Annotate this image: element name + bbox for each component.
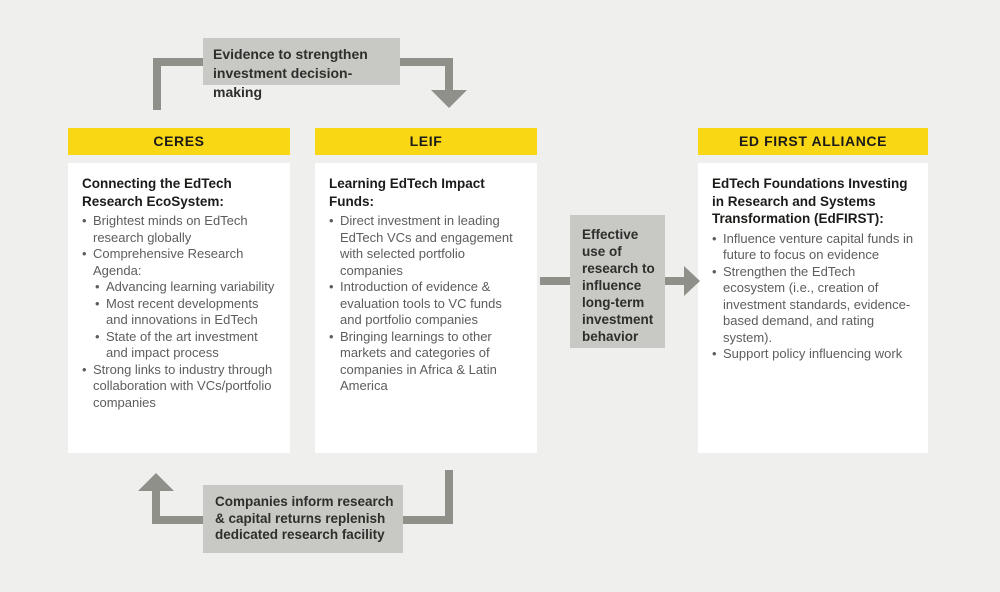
bullet-text: Bringing learnings to other markets and … <box>340 328 497 394</box>
bullet-text: Strengthen the EdTech ecosystem (i.e., c… <box>723 263 911 345</box>
column-title-leif: Learning EdTech Impact Funds: <box>329 176 485 209</box>
bullet-text: Most recent developments and innovations… <box>106 295 259 328</box>
bullet-text: Introduction of evidence & evaluation to… <box>340 279 502 327</box>
arrowhead-down-icon <box>431 90 467 108</box>
bullet-icon: • <box>712 230 717 246</box>
bullet-icon: • <box>95 328 100 344</box>
arrow-segment-bottom-left-vertical <box>152 489 160 524</box>
flow-label-bottom: Companies inform research & capital retu… <box>203 485 403 553</box>
bullet-icon: • <box>82 213 87 228</box>
bullet-item: • Brightest minds on EdTech research glob… <box>82 213 278 246</box>
flow-label-top: Evidence to strengthen investment decisi… <box>203 38 400 100</box>
bullet-list-leif: • Direct investment in leading EdTech VCs… <box>329 213 525 395</box>
bullet-text: Support policy influencing work <box>723 346 903 361</box>
bullet-list-edfirst: • Influence venture capital funds in futu… <box>712 231 916 363</box>
arrow-segment-bottom-right-horizontal <box>403 516 453 524</box>
bullet-text: Brightest minds on EdTech research globa… <box>93 213 248 245</box>
bullet-item: • Comprehensive Research Agenda: <box>82 246 278 279</box>
column-body-edfirst: EdTech Foundations Investing in Research… <box>698 163 928 453</box>
bullet-text: State of the art investment and impact p… <box>106 328 258 361</box>
bullet-text: Direct investment in leading EdTech VCs … <box>340 213 513 278</box>
bullet-text: Strong links to industry through collabo… <box>93 361 273 410</box>
arrow-segment-top-right-vertical <box>445 58 453 92</box>
bullet-item: • Bringing learnings to other markets and… <box>329 329 525 395</box>
bullet-list-ceres: • Brightest minds on EdTech research glob… <box>82 213 278 411</box>
bullet-item: • Strengthen the EdTech ecosystem (i.e., … <box>712 264 916 347</box>
arrow-segment-top-left-horizontal <box>153 58 205 66</box>
arrow-segment-bottom-left-horizontal <box>153 516 205 524</box>
arrowhead-right-icon <box>684 266 700 296</box>
column-title-edfirst: EdTech Foundations Investing in Research… <box>712 176 908 226</box>
bullet-item: • State of the art investment and impact … <box>95 329 278 362</box>
bullet-item: • Influence venture capital funds in futu… <box>712 231 916 264</box>
bullet-icon: • <box>329 279 334 294</box>
column-header-edfirst: ED FIRST ALLIANCE <box>698 128 928 155</box>
bullet-icon: • <box>712 346 717 361</box>
arrow-segment-middle-left <box>540 277 570 285</box>
arrow-segment-middle-right <box>665 277 686 285</box>
bullet-icon: • <box>82 246 87 261</box>
bullet-item: • Most recent developments and innovation… <box>95 296 278 329</box>
arrow-segment-top-right-horizontal <box>400 58 453 66</box>
column-header-ceres: CERES <box>68 128 290 155</box>
column-body-ceres: Connecting the EdTech Research EcoSystem… <box>68 163 290 453</box>
bullet-icon: • <box>95 295 100 311</box>
bullet-text: Advancing learning variability <box>106 279 275 294</box>
bullet-item: • Strong links to industry through collab… <box>82 362 278 412</box>
column-body-leif: Learning EdTech Impact Funds: • Direct in… <box>315 163 537 453</box>
bullet-item: • Support policy influencing work <box>712 346 916 363</box>
bullet-icon: • <box>712 263 717 279</box>
bullet-icon: • <box>329 213 334 228</box>
column-title-ceres: Connecting the EdTech Research EcoSystem… <box>82 176 232 209</box>
arrow-segment-bottom-right-vertical <box>445 470 453 524</box>
bullet-icon: • <box>82 361 87 377</box>
bullet-item: • Direct investment in leading EdTech VCs… <box>329 213 525 279</box>
bullet-item: • Advancing learning variability <box>95 279 278 296</box>
flow-label-middle: Effective use of research to influence l… <box>570 215 665 348</box>
bullet-icon: • <box>329 328 334 344</box>
bullet-icon: • <box>95 279 100 294</box>
bullet-text: Comprehensive Research Agenda: <box>93 246 244 278</box>
bullet-text: Influence venture capital funds in futur… <box>723 230 914 263</box>
arrow-segment-top-left-vertical <box>153 58 161 110</box>
column-header-leif: LEIF <box>315 128 537 155</box>
bullet-item: • Introduction of evidence & evaluation t… <box>329 279 525 329</box>
arrowhead-up-icon <box>138 473 174 491</box>
